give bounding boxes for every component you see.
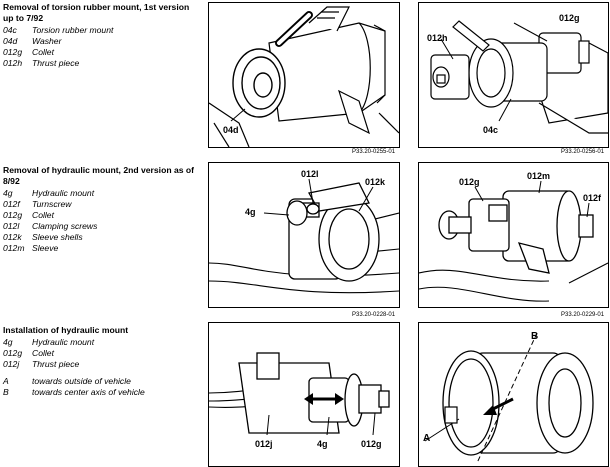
part-label: 012g: [559, 13, 580, 23]
figure-installation-thrust-piece: 012j 4g 012g: [208, 322, 400, 467]
figure-caption: P33.20-0229-01: [561, 312, 605, 318]
illustration: 012g 012h 04c: [427, 13, 608, 135]
part-label: 012f: [583, 193, 602, 203]
part-label: 012j: [255, 439, 273, 449]
orientation-label: B: [531, 331, 538, 342]
part-label: 04d: [223, 125, 239, 135]
figure-caption: P33.20-0256-01: [561, 149, 605, 155]
part-label: 012h: [427, 33, 448, 43]
part-label: 4g: [245, 207, 256, 217]
illustration: 012g 012m 012f: [419, 171, 608, 302]
illustration: 012j 4g 012g: [209, 352, 390, 449]
part-label: 012l: [301, 169, 319, 179]
figure-torsion-mount-washer: 04d: [208, 2, 400, 148]
part-label: 012m: [527, 171, 550, 181]
section-title: Removal of torsion rubber mount, 1st ver…: [3, 2, 190, 23]
part-label: 012g: [459, 177, 480, 187]
figure-sleeve-turnscrew: 012g 012m 012f: [418, 162, 609, 308]
figure-sleeve-shells: 012l 012k 4g: [208, 162, 400, 308]
illustration: 04d: [209, 6, 399, 147]
part-label: 4g: [317, 439, 328, 449]
figure-collet-thrust-piece: 012g 012h 04c: [418, 2, 609, 148]
figure-installation-orientation: B A: [418, 322, 609, 467]
illustration: B A: [423, 331, 594, 464]
part-label: 012k: [365, 177, 386, 187]
section-title: Installation of hydraulic mount: [3, 325, 129, 335]
section-torsion-mount-removal: Removal of torsion rubber mount, 1st ver…: [3, 2, 198, 69]
part-label: 012g: [361, 439, 382, 449]
figure-caption: P33.20-0228-01: [352, 312, 396, 318]
section-hydraulic-mount-removal: Removal of hydraulic mount, 2nd version …: [3, 165, 198, 254]
section-title: Removal of hydraulic mount, 2nd version …: [3, 165, 195, 186]
part-label: 04c: [483, 125, 498, 135]
illustration: 012l 012k 4g: [209, 169, 399, 294]
figure-caption: P33.20-0255-01: [352, 149, 396, 155]
orientation-label: A: [423, 433, 430, 444]
